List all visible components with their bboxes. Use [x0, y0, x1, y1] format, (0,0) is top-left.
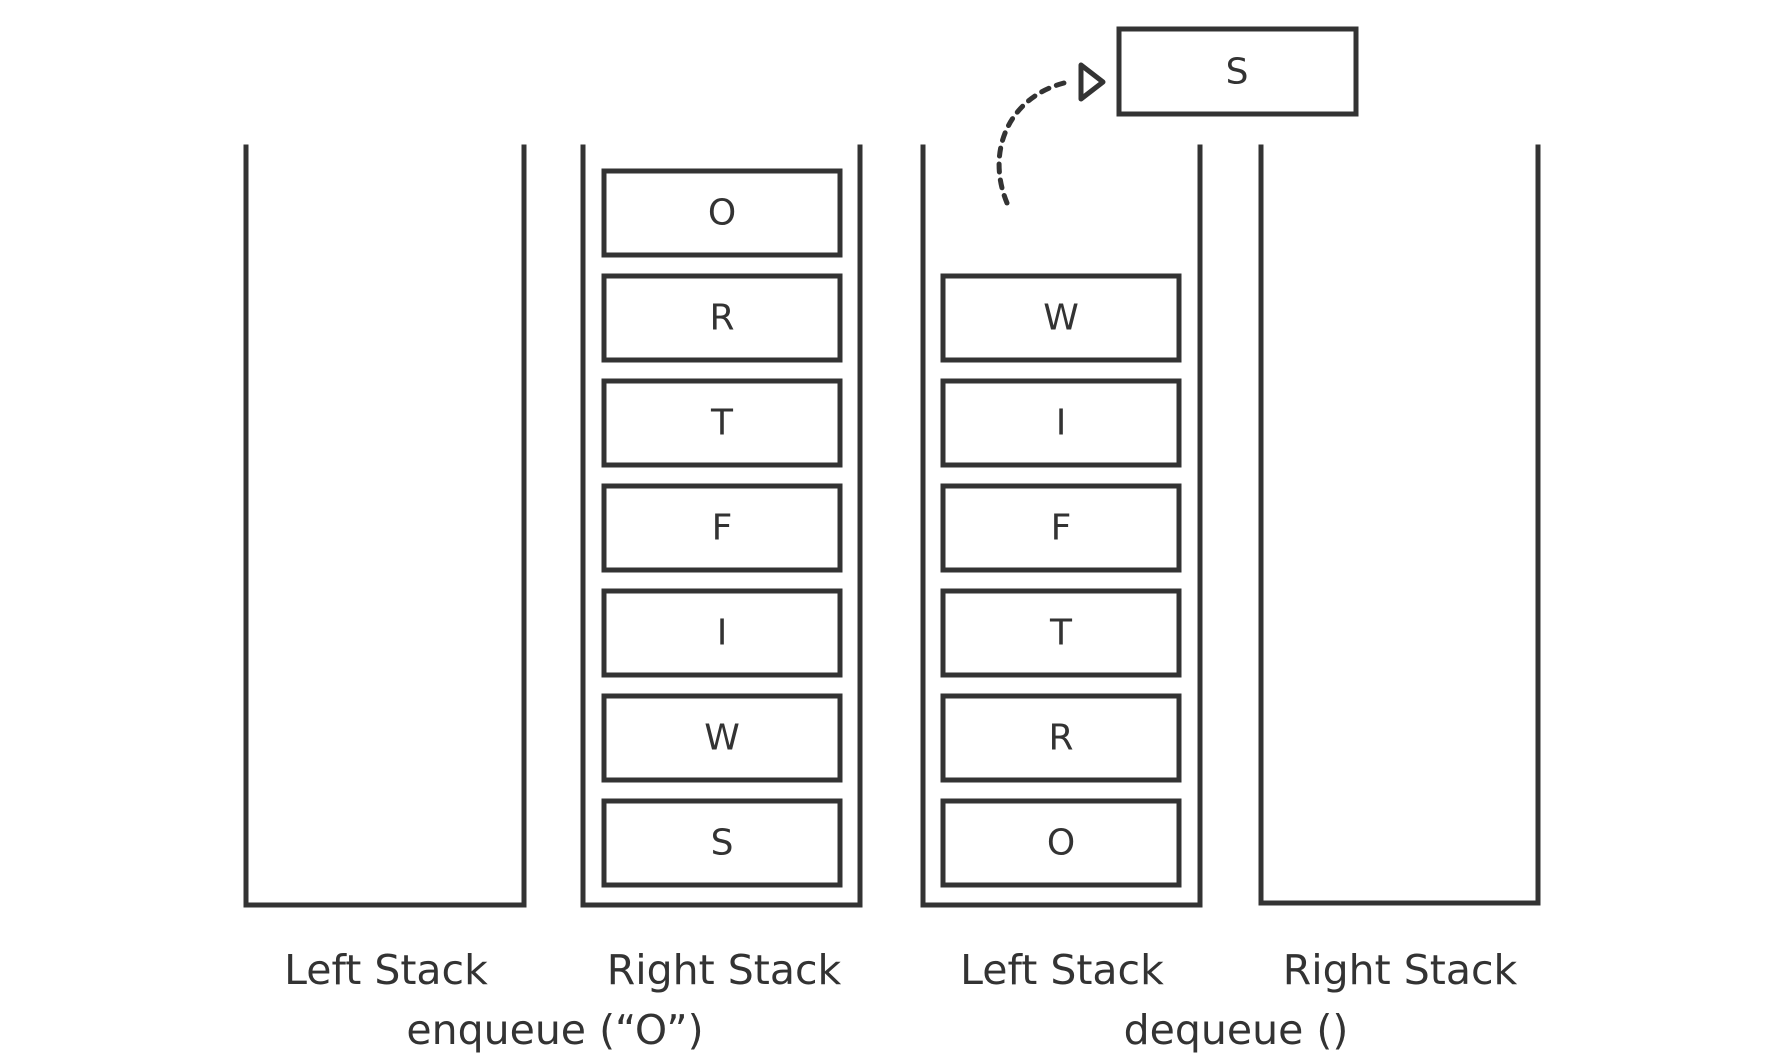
enqueue-right-stack-item: R	[601, 273, 843, 363]
dequeue-right-stack-label: Right Stack	[1283, 946, 1518, 994]
dequeue-left-stack-container	[920, 144, 1203, 908]
dequeue-left-stack: W I F T R O	[920, 144, 1203, 908]
dequeue-left-stack-item: I	[940, 378, 1182, 468]
enqueue-right-stack-item-text: O	[708, 193, 736, 234]
dequeue-left-stack-item-box	[940, 588, 1182, 678]
enqueue-right-stack: O R T F I W S	[580, 144, 863, 908]
enqueue-right-stack-item-box	[601, 378, 843, 468]
dequeue-left-stack-item-box	[940, 693, 1182, 783]
dequeue-left-stack-item: W	[940, 273, 1182, 363]
dequeue-right-stack	[1258, 144, 1541, 906]
dequeue-operation-label: dequeue ()	[1124, 1006, 1349, 1054]
dequeue-left-stack-item-text: F	[1051, 508, 1072, 549]
enqueue-left-stack	[243, 144, 527, 908]
dequeue-left-stack-item-box	[940, 798, 1182, 888]
dequeued-item-group: S	[996, 26, 1359, 206]
dequeue-left-stack-item: F	[940, 483, 1182, 573]
dequeue-arrow-path	[996, 79, 1071, 206]
enqueue-right-stack-item-text: T	[710, 403, 734, 444]
dequeue-left-stack-item-box	[940, 483, 1182, 573]
enqueue-right-stack-item-box	[601, 273, 843, 363]
enqueue-right-stack-item-text: W	[704, 718, 740, 759]
enqueue-right-stack-item: W	[601, 693, 843, 783]
enqueue-right-stack-item: I	[601, 588, 843, 678]
dequeue-left-stack-item: T	[940, 588, 1182, 678]
dequeue-left-stack-items: W I F T R O	[940, 273, 1182, 888]
enqueue-right-stack-item-box	[601, 798, 843, 888]
dequeue-left-stack-item: R	[940, 693, 1182, 783]
enqueue-right-stack-item-box	[601, 483, 843, 573]
enqueue-left-stack-label: Left Stack	[284, 946, 488, 994]
enqueue-right-stack-item-text: S	[711, 823, 734, 864]
dequeue-left-stack-item: O	[940, 798, 1182, 888]
enqueue-right-stack-item: O	[601, 168, 843, 258]
enqueue-right-stack-item: T	[601, 378, 843, 468]
dequeue-right-stack-container	[1258, 144, 1541, 906]
dequeue-left-stack-label: Left Stack	[960, 946, 1164, 994]
enqueue-right-stack-items: O R T F I W S	[601, 168, 843, 888]
enqueue-right-stack-item-text: F	[712, 508, 733, 549]
dequeue-left-stack-item-text: R	[1048, 718, 1073, 759]
dequeue-left-stack-item-box	[940, 378, 1182, 468]
enqueue-right-stack-item-text: I	[717, 613, 728, 654]
enqueue-right-stack-item: S	[601, 798, 843, 888]
enqueue-right-stack-item-box	[601, 168, 843, 258]
enqueue-right-stack-label: Right Stack	[607, 946, 842, 994]
dequeue-left-stack-item-text: I	[1056, 403, 1067, 444]
dequeue-left-stack-item-text: O	[1047, 823, 1075, 864]
dequeue-left-stack-item-text: W	[1043, 298, 1079, 339]
enqueue-right-stack-item-box	[601, 693, 843, 783]
dequeued-item-text: S	[1226, 52, 1249, 93]
dequeue-arrow-head-icon	[1078, 62, 1106, 102]
enqueue-right-stack-item-box	[601, 588, 843, 678]
enqueue-left-stack-container	[243, 144, 527, 908]
enqueue-operation-label: enqueue (“O”)	[406, 1006, 703, 1054]
enqueue-right-stack-container	[580, 144, 863, 908]
dequeued-item-box	[1116, 26, 1359, 117]
dequeue-left-stack-item-box	[940, 273, 1182, 363]
dequeue-left-stack-item-text: T	[1049, 613, 1073, 654]
enqueue-right-stack-item: F	[601, 483, 843, 573]
enqueue-right-stack-item-text: R	[709, 298, 734, 339]
